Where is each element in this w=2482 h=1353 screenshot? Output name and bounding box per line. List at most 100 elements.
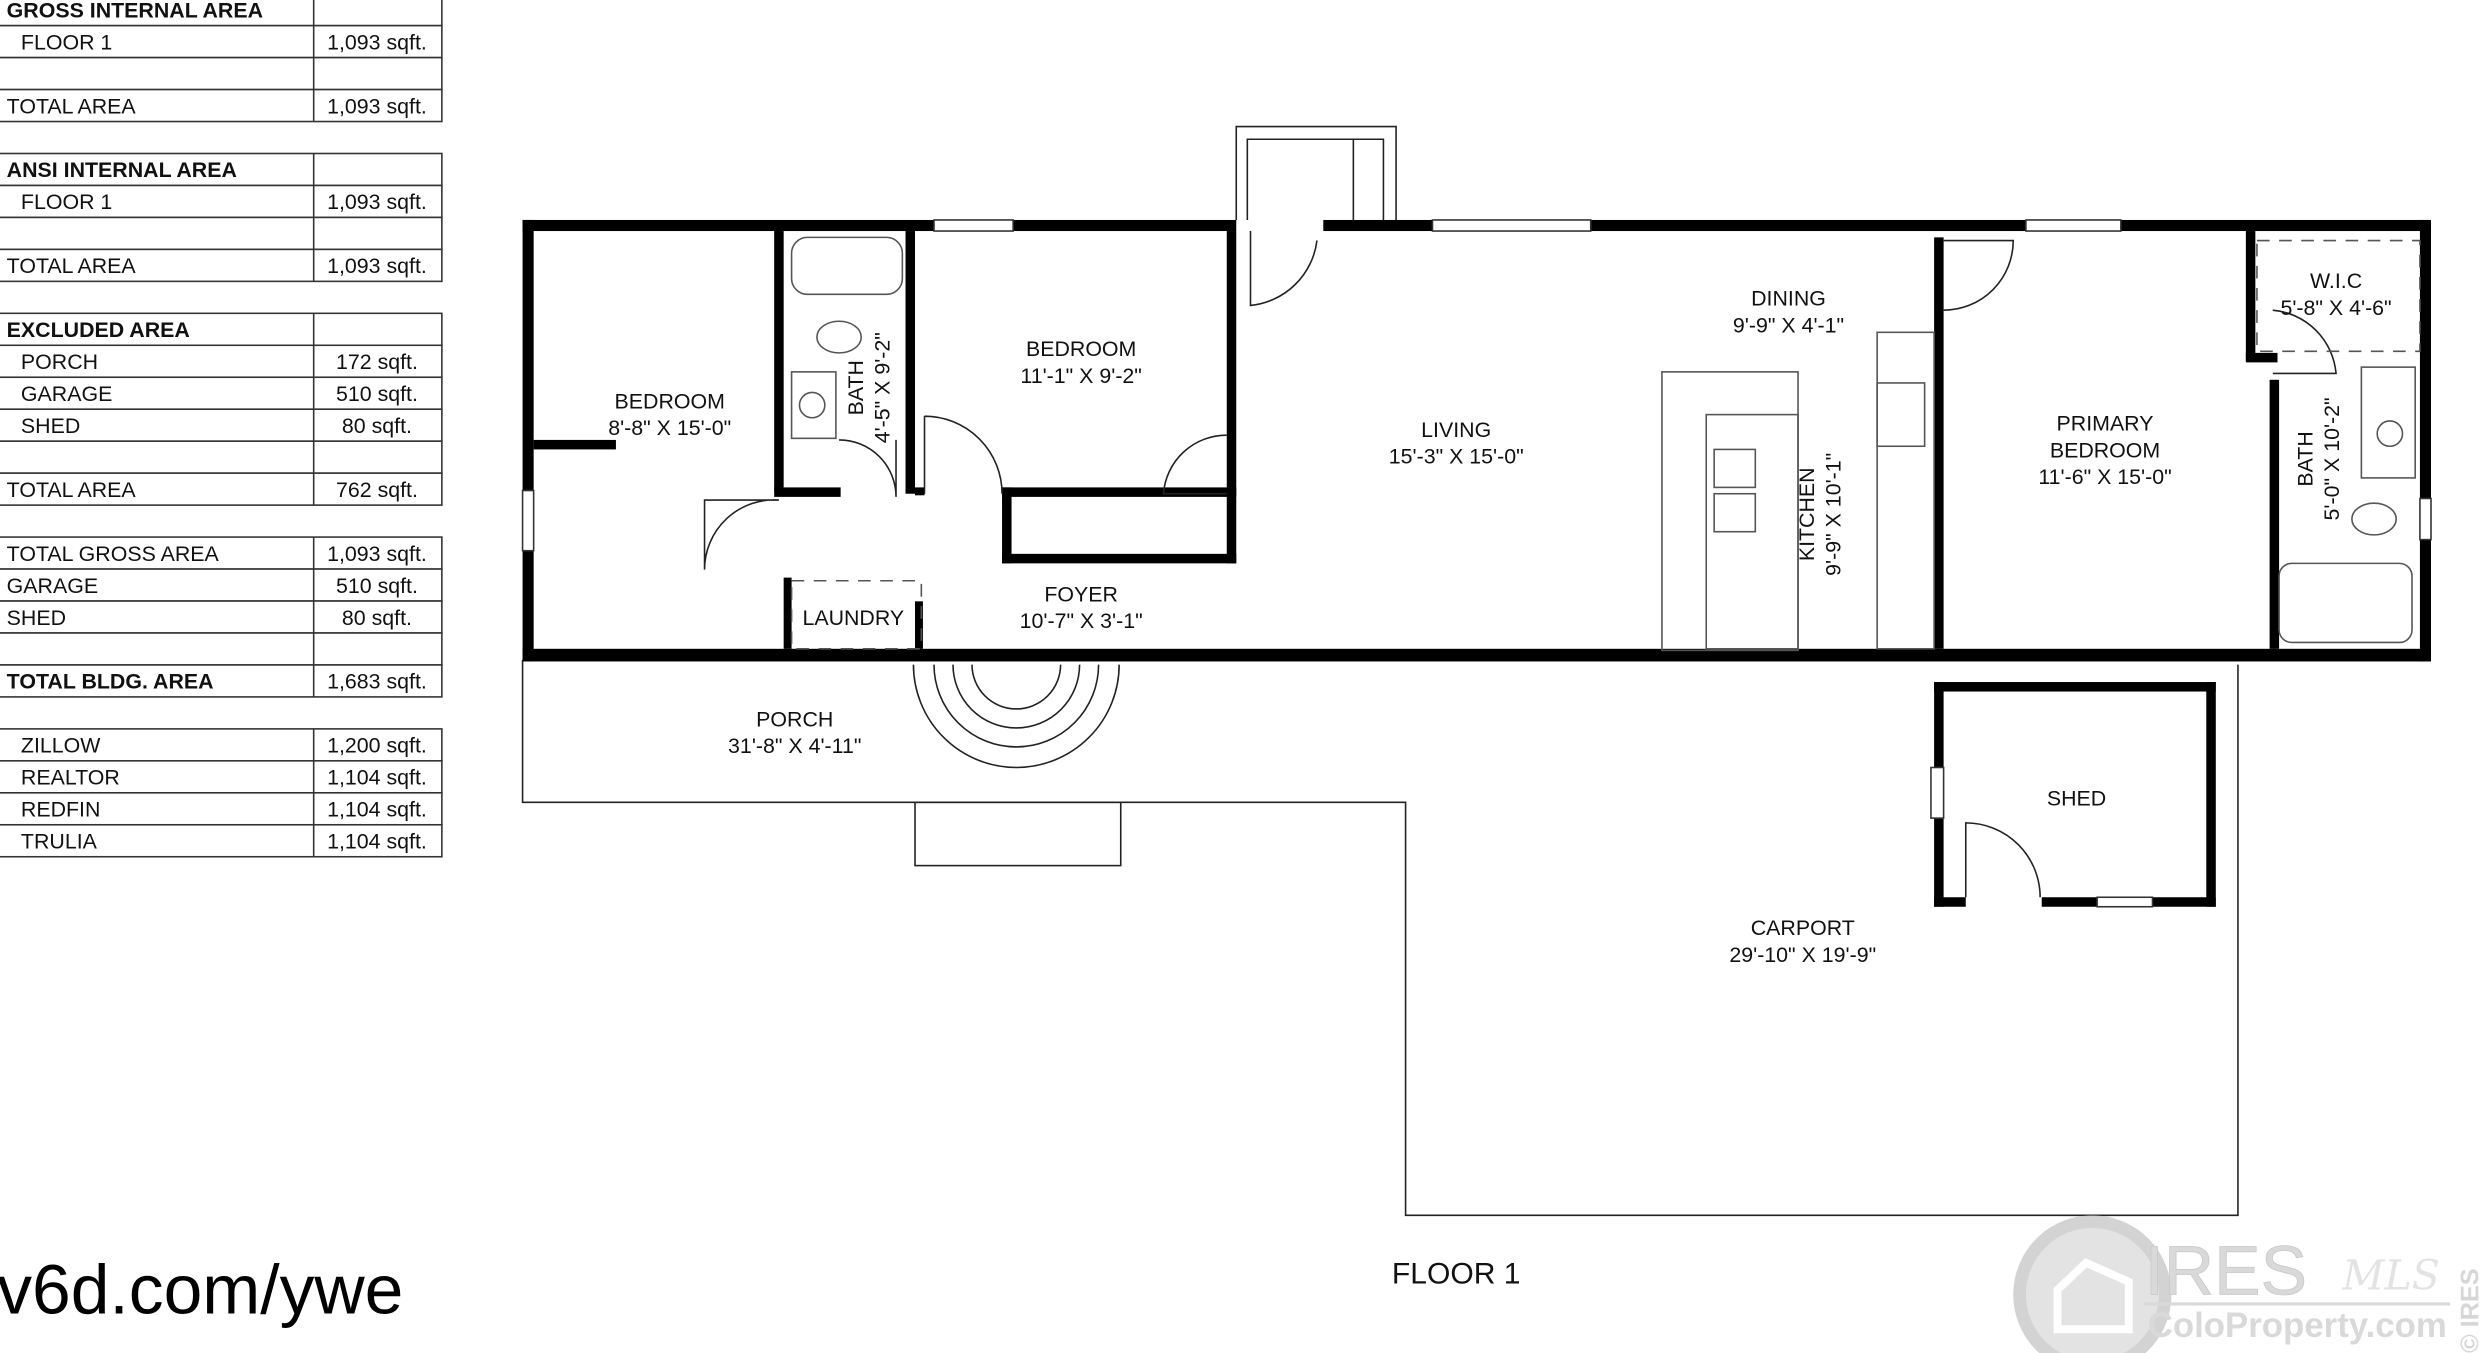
url-text: v6d.com/ywe: [0, 1250, 403, 1328]
row-label: TOTAL AREA: [7, 94, 137, 118]
table-row: [0, 216, 443, 251]
table-row: [0, 56, 443, 91]
house-icon: [2053, 1258, 2133, 1334]
table-row: [0, 728, 443, 762]
floor-label: FLOOR 1: [1392, 1257, 1521, 1290]
watermark-site: ColoProperty.com: [2148, 1306, 2447, 1345]
row-value: 1,200 sqft.: [327, 734, 427, 758]
foyer-name: FOYER: [1044, 582, 1118, 606]
back-stair: [1235, 125, 1397, 220]
table-row: [0, 664, 443, 698]
table-row: [0, 568, 443, 602]
doors: [703, 231, 2337, 898]
row-label: GARAGE: [21, 382, 112, 406]
dining-name: DINING: [1751, 286, 1826, 310]
table-row: [0, 408, 443, 442]
row-label: SHED: [7, 606, 66, 630]
bath1-name: BATH: [844, 360, 868, 415]
bath2-dims: 5'-0" X 10'-2": [2320, 397, 2344, 520]
living-name: LIVING: [1421, 418, 1491, 442]
row-label: REDFIN: [21, 798, 101, 822]
watermark-side: © IRES: [2456, 1268, 2482, 1353]
row-label: TOTAL BLDG. AREA: [7, 670, 214, 694]
row-label: REALTOR: [21, 766, 120, 790]
bedroom1-name: BEDROOM: [615, 389, 725, 413]
walls: [522, 219, 2432, 907]
bath1-dims: 4'-5" X 9'-2": [871, 332, 895, 443]
row-label: GARAGE: [7, 574, 98, 598]
ires-watermark: IRES MLS ColoProperty.com © IRES: [2013, 1215, 2482, 1353]
carport-name: CARPORT: [1751, 916, 1855, 940]
row-label: PORCH: [21, 350, 98, 374]
porch-outline: [521, 659, 2239, 1217]
dining-dims: 9'-9" X 4'-1": [1733, 313, 1844, 337]
table-row: [0, 344, 443, 379]
bedroom2-dims: 11'-1" X 9'-2": [1020, 364, 1141, 388]
bedroom2-name: BEDROOM: [1026, 337, 1136, 361]
porch-step: [914, 801, 1122, 867]
row-value: 172 sqft.: [336, 350, 418, 374]
row-label: TOTAL AREA: [7, 478, 137, 502]
kitchen-name: KITCHEN: [1795, 467, 1819, 561]
row-label: ANSI INTERNAL AREA: [7, 158, 237, 182]
room-labels: BEDROOM 8'-8" X 15'-0" BATH 4'-5" X 9'-2…: [608, 269, 2391, 967]
living-dims: 15'-3" X 15'-0": [1389, 445, 1524, 469]
porch-name: PORCH: [756, 707, 833, 731]
row-value: 762 sqft.: [336, 478, 418, 502]
area-table: GROSS INTERNAL AREA FLOOR 1 1,093 sqft. TOT…: [0, 0, 443, 123]
area-table: EXCLUDED AREA PORCH 172 sqft. GARAGE 510 sqf…: [0, 312, 443, 506]
row-value: 1,104 sqft.: [327, 766, 427, 790]
windows: [521, 219, 2432, 908]
primary-name-2: BEDROOM: [2050, 438, 2160, 462]
logo-circle: [2013, 1215, 2172, 1353]
row-value: 1,093 sqft.: [327, 542, 427, 566]
row-label: GROSS INTERNAL AREA: [7, 0, 263, 22]
row-label: TOTAL AREA: [7, 254, 137, 278]
bath2-name: BATH: [2293, 431, 2317, 486]
carport-dims: 29'-10" X 19'-9": [1729, 943, 1876, 967]
bedroom1-dims: 8'-8" X 15'-0": [608, 416, 731, 440]
table-row: [0, 152, 443, 187]
wic-dims: 5'-8" X 4'-6": [2280, 296, 2391, 320]
table-row: [0, 312, 443, 347]
row-label: ZILLOW: [21, 734, 101, 758]
table-row: [0, 24, 443, 59]
row-value: 1,093 sqft.: [327, 190, 427, 214]
watermark-brand: IRES: [2145, 1231, 2307, 1309]
row-label: SHED: [21, 414, 80, 438]
row-label: EXCLUDED AREA: [7, 318, 190, 342]
area-table: ANSI INTERNAL AREA FLOOR 1 1,093 sqft. TOTA…: [0, 152, 443, 283]
table-row: [0, 823, 443, 858]
table-row: [0, 0, 443, 27]
row-value: 80 sqft.: [342, 414, 412, 438]
table-row: [0, 760, 443, 794]
row-value: 1,104 sqft.: [327, 830, 427, 854]
row-label: TOTAL GROSS AREA: [7, 542, 220, 566]
row-value: 80 sqft.: [342, 606, 412, 630]
row-label: FLOOR 1: [21, 190, 112, 214]
fixtures: [790, 236, 2421, 652]
wic-name: W.I.C: [2310, 269, 2362, 293]
table-row: [0, 88, 443, 123]
row-value: 510 sqft.: [336, 382, 418, 406]
porch-dims: 31'-8" X 4'-11": [728, 734, 861, 758]
row-label: FLOOR 1: [21, 30, 112, 54]
table-row: [0, 248, 443, 283]
table-row: [0, 440, 443, 474]
row-value: 1,104 sqft.: [327, 798, 427, 822]
foyer-dims: 10'-7" X 3'-1": [1020, 609, 1143, 633]
laundry-name: LAUNDRY: [802, 606, 904, 630]
shed-name: SHED: [2047, 786, 2106, 810]
row-value: 510 sqft.: [336, 574, 418, 598]
primary-name-1: PRIMARY: [2057, 411, 2154, 435]
entry-steps: [912, 664, 1120, 769]
row-value: 1,093 sqft.: [327, 30, 427, 54]
primary-dims: 11'-6" X 15'-0": [2038, 465, 2171, 489]
table-row: [0, 472, 443, 506]
area-table: TOTAL GROSS AREA 1,093 sqft. GARAGE 510 sqf…: [0, 536, 443, 698]
watermark-script: MLS: [2341, 1252, 2440, 1300]
row-value: 1,683 sqft.: [327, 670, 427, 694]
area-table: ZILLOW 1,200 sqft. REALTOR 1,104 sqft. REDFI…: [0, 728, 443, 858]
kitchen-dims: 9'-9" X 10'-1": [1822, 453, 1846, 576]
